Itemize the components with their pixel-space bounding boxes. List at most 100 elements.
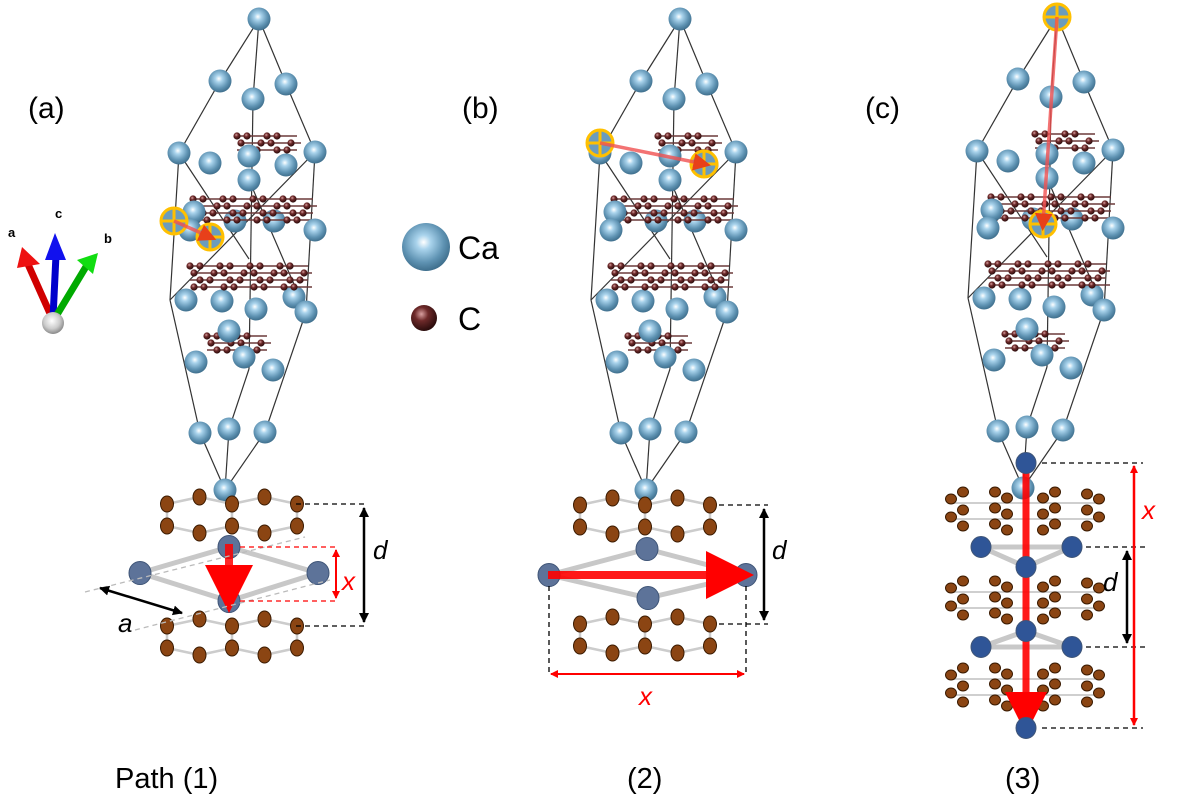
legend-c-label: C	[458, 301, 481, 337]
carbon-atom	[243, 132, 251, 140]
carbon-atom	[641, 283, 649, 291]
carbon-atom	[658, 339, 666, 347]
carbon-atom	[670, 489, 685, 507]
calcium-atom	[1015, 620, 1037, 642]
element-legend: Ca C	[402, 223, 499, 337]
calcium-atom	[1042, 295, 1066, 319]
guide-line	[134, 579, 331, 631]
carbon-atom	[196, 262, 204, 270]
carbon-atom	[279, 195, 287, 203]
carbon-atom	[209, 209, 217, 217]
carbon-atom	[1011, 200, 1019, 208]
carbon-atom	[714, 216, 722, 224]
carbon-atom	[250, 269, 258, 277]
carbon-atom	[256, 276, 264, 284]
caption-path-1: Path (1)	[115, 763, 218, 795]
carbon-atom	[708, 139, 716, 147]
carbon-atom	[243, 332, 251, 340]
carbon-atom	[213, 202, 221, 210]
carbon-atom	[1054, 260, 1062, 268]
carbon-atom	[1037, 508, 1049, 520]
unit-cell-edge	[640, 18, 681, 82]
carbon-atom	[190, 283, 198, 291]
carbon-atom	[605, 489, 620, 507]
carbon-atom	[1001, 214, 1009, 222]
calcium-atom	[996, 149, 1020, 173]
carbon-atom	[1018, 281, 1026, 289]
carbon-atom	[267, 139, 275, 147]
carbon-atom	[667, 262, 675, 270]
carbon-atom	[1004, 274, 1012, 282]
carbon-atom	[621, 283, 629, 291]
calcium-atom	[237, 168, 261, 192]
carbon-atom	[1007, 207, 1015, 215]
carbon-atom	[671, 269, 679, 277]
carbon-atom	[1061, 214, 1069, 222]
carbon-atom	[638, 615, 652, 633]
axes-triad: a c b	[8, 206, 112, 334]
legend-ca-sphere	[402, 223, 450, 271]
carbon-atom	[259, 195, 267, 203]
calcium-atom	[1101, 138, 1125, 162]
panel-label-c: (c)	[865, 92, 900, 125]
carbon-atom	[1041, 330, 1049, 338]
calcium-atom	[986, 419, 1010, 443]
carbon-atom	[607, 262, 615, 270]
calcium-atom	[274, 72, 298, 96]
unit-cell-edge	[706, 83, 737, 153]
carbon-atom	[573, 496, 587, 514]
carbon-atom	[257, 610, 272, 628]
carbon-atom	[229, 209, 237, 217]
carbon-atom	[664, 202, 672, 210]
calcium-atom	[634, 478, 658, 502]
calcium-atom	[636, 585, 660, 611]
carbon-atom	[1065, 137, 1073, 145]
ca-bond	[228, 544, 319, 576]
carbon-atom	[1049, 678, 1061, 690]
unit-cell-edge	[1083, 81, 1114, 151]
carbon-atom	[1094, 274, 1102, 282]
carbon-atom	[701, 283, 709, 291]
carbon-atom	[1014, 260, 1022, 268]
carbon-atom	[994, 260, 1002, 268]
calcium-atom	[603, 200, 627, 224]
calcium-atom	[188, 421, 212, 445]
calcium-atom	[638, 417, 662, 441]
carbon-atom	[1067, 207, 1075, 215]
carbon-atom	[989, 694, 1001, 706]
calcium-atom	[174, 288, 198, 312]
carbon-atom	[196, 276, 204, 284]
calcium-atom	[303, 140, 327, 164]
carbon-atom	[283, 216, 291, 224]
carbon-atom	[638, 518, 652, 536]
calcium-atom	[982, 348, 1006, 372]
carbon-atom	[1034, 274, 1042, 282]
carbon-atom	[283, 146, 291, 154]
carbon-atom	[989, 486, 1001, 498]
calcium-atom	[970, 536, 992, 558]
carbon-atom	[678, 339, 686, 347]
carbon-atom	[1081, 593, 1093, 605]
calcium-atom	[695, 72, 719, 96]
carbon-atom	[677, 276, 685, 284]
carbon-atom	[721, 269, 729, 277]
carbon-atom	[654, 216, 662, 224]
carbon-atom	[988, 267, 996, 275]
carbon-atom	[720, 209, 728, 217]
carbon-atom	[1055, 137, 1063, 145]
unit-cell-edge	[252, 18, 260, 100]
carbon-atom	[681, 283, 689, 291]
carbon-atom	[270, 269, 278, 277]
carbon-atom	[200, 283, 208, 291]
carbon-atom	[223, 216, 231, 224]
unit-cell-edge	[178, 80, 221, 154]
carbon-atom	[186, 262, 194, 270]
calcium-atom	[237, 144, 261, 168]
carbon-atom	[627, 276, 635, 284]
carbon-atom	[1081, 696, 1093, 708]
carbon-atom	[1035, 137, 1043, 145]
carbon-atom	[670, 525, 685, 543]
unit-cell-edge	[285, 83, 316, 153]
schematic-1-x-label: x	[340, 566, 356, 596]
legend-ca-label: Ca	[458, 230, 499, 266]
